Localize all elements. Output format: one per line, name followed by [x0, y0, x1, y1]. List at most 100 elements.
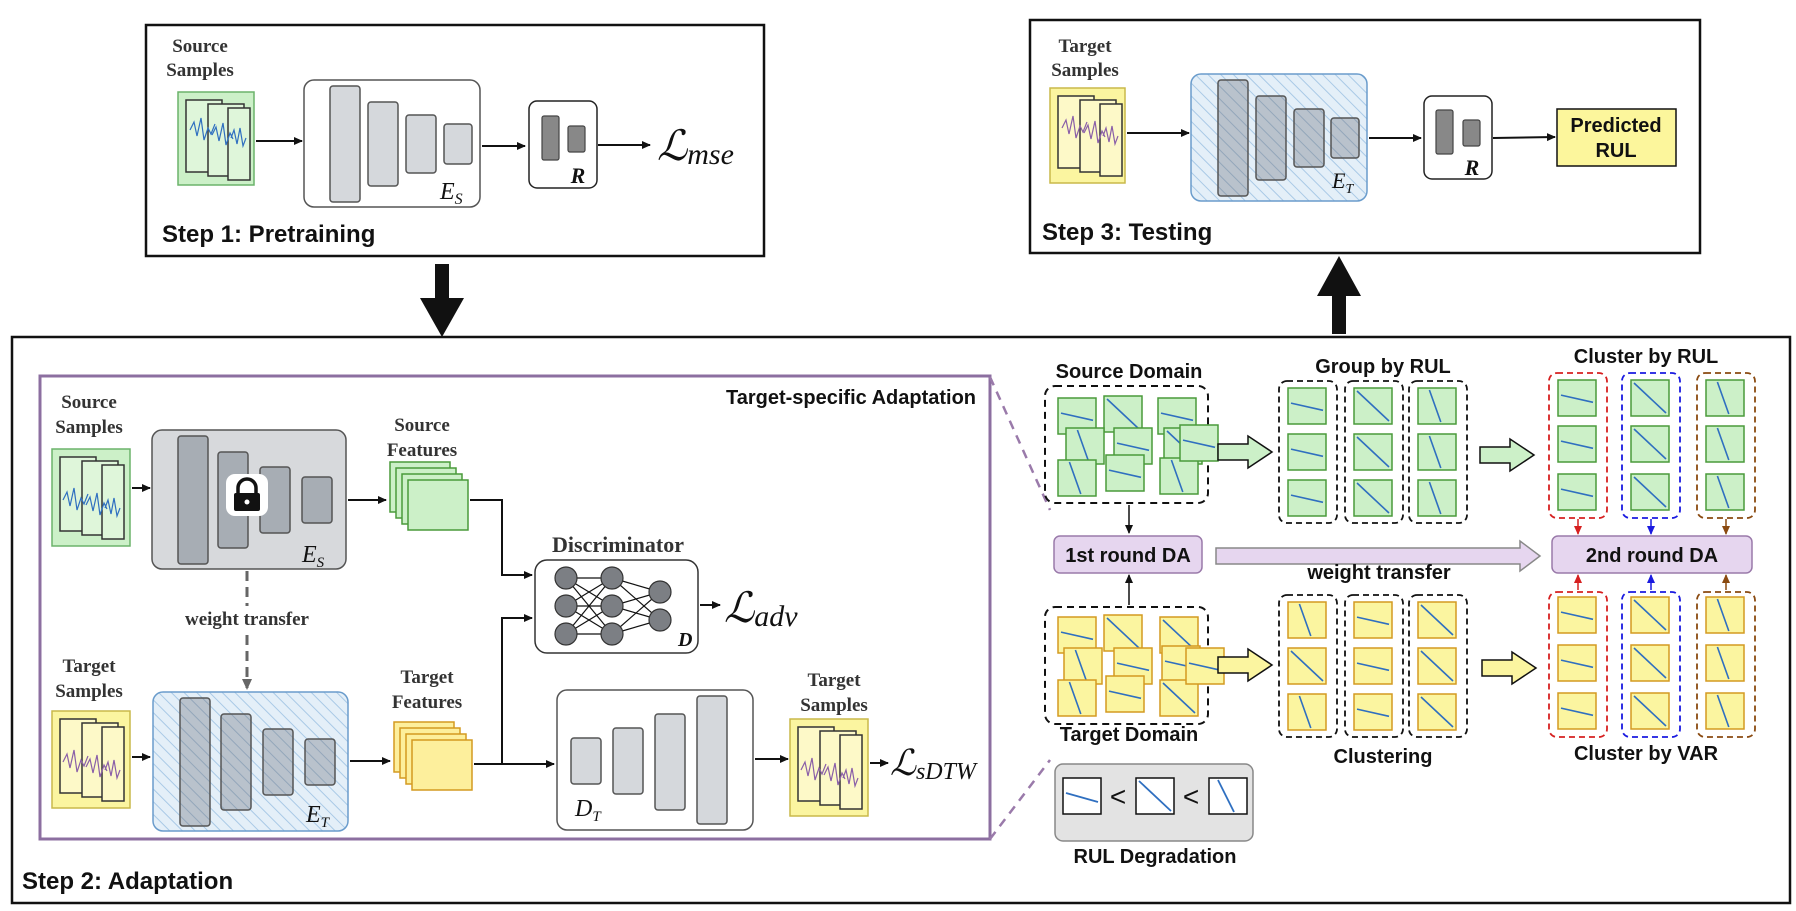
rul-trend-line [1170, 459, 1184, 493]
step2-target-sample-stack-right [789, 718, 869, 817]
rul-trend-line [1356, 662, 1390, 672]
rul-trend-line [1716, 646, 1730, 680]
step2-source-sample-stack [51, 448, 131, 547]
var-cluster-column [1621, 591, 1681, 738]
rul-tile [1417, 433, 1457, 471]
rul-trend-line [1420, 650, 1454, 682]
rul-trend-line [1716, 427, 1730, 461]
step2-target-samples-line1: Target [62, 656, 116, 677]
rul-trend-line [1633, 599, 1667, 631]
rul-tile [1057, 679, 1097, 717]
zoom-connector-top [988, 376, 1052, 511]
cluster-by-var-columns [1548, 591, 1756, 738]
step2-source-samples-line1: Source [61, 392, 117, 413]
step2-title: Step 2: Adaptation [22, 868, 233, 895]
svg-text:RUL: RUL [1595, 140, 1636, 162]
var-cluster-column [1548, 591, 1608, 738]
svg-text:<: < [1183, 781, 1199, 812]
group-column [1344, 380, 1404, 524]
svg-text:2nd round DA: 2nd round DA [1586, 545, 1718, 567]
step2-target-samples-right-line2: Samples [800, 695, 868, 716]
tsa-title: Target-specific Adaptation [726, 387, 976, 409]
rul-trend-line [1108, 690, 1142, 700]
step2-encoder-et: ET [152, 691, 349, 832]
zoom-connector-bottom [989, 759, 1051, 840]
target-features-stack [393, 721, 473, 791]
rul-trend-line [1290, 402, 1324, 412]
cluster-by-rul-label: Cluster by RUL [1574, 346, 1718, 368]
rul-tile [1063, 647, 1103, 685]
var-cluster-column [1696, 591, 1756, 738]
rul-trend-line [1560, 394, 1594, 404]
rul-tile [1159, 457, 1199, 495]
rul-tile [1287, 479, 1327, 517]
rul-tile [1287, 693, 1327, 731]
rul-trend-line [1290, 494, 1324, 504]
group-column [1408, 380, 1468, 524]
svg-text:ES: ES [301, 542, 325, 571]
second-round-da-box: 2nd round DA [1551, 535, 1753, 574]
rul-trend-line [1716, 598, 1730, 632]
rul-tile [1287, 601, 1327, 639]
target-features-line1: Target [400, 667, 454, 688]
step3-regressor-r: R [1423, 95, 1493, 180]
rul-tile [1705, 596, 1745, 634]
svg-text:D: D [677, 629, 692, 651]
step3-title: Step 3: Testing [1042, 219, 1212, 246]
svg-text:R: R [570, 163, 586, 188]
rul-trend-line [1560, 440, 1594, 450]
rul-trend-line [1560, 488, 1594, 498]
step2-target-sample-stack [51, 710, 131, 809]
step2-target-samples-right-line1: Target [807, 670, 861, 691]
rul-trend-line [1633, 695, 1667, 727]
step1-panel: Source Samples ES R ℒmse S [144, 23, 766, 258]
rul-trend-line [1560, 659, 1594, 669]
rul-trend-line [1356, 616, 1390, 626]
svg-text:ET: ET [1331, 168, 1354, 197]
target-domain-tiles [1057, 614, 1225, 717]
rul-trend-line [1633, 647, 1667, 679]
rul-trend-line [1560, 611, 1594, 621]
rul-tile [1705, 425, 1745, 463]
rul-trend-line [1428, 389, 1442, 423]
group-column [1278, 380, 1338, 524]
cluster-by-rul-columns [1548, 372, 1756, 519]
step3-target-sample-stack [1049, 87, 1126, 184]
predicted-rul-box: Predicted RUL [1556, 108, 1677, 167]
rul-tile [1065, 427, 1105, 465]
rul-trend-line [1420, 696, 1454, 728]
rul-trend-line [1060, 412, 1094, 422]
weight-transfer-label: weight transfer [185, 609, 310, 630]
rul-trend-line [1298, 603, 1312, 637]
rul-degradation-label: RUL Degradation [1074, 846, 1237, 868]
target-features-line2: Features [392, 692, 462, 713]
svg-text:ES: ES [439, 179, 463, 208]
step2-encoder-es: ES [151, 429, 347, 571]
decoder-dt: DT [556, 689, 754, 831]
svg-text:R: R [1464, 155, 1480, 180]
step3-panel: Target Samples ET R [1028, 18, 1702, 255]
rul-tile [1705, 644, 1745, 682]
hollow-arrows [1217, 434, 1538, 686]
svg-text:<: < [1110, 781, 1126, 812]
rul-tile [1705, 473, 1745, 511]
source-features-line1: Source [394, 415, 450, 436]
loss-sdtw: ℒsDTW [890, 743, 978, 785]
rul-trend-line [1290, 650, 1324, 682]
source-domain-tiles [1057, 395, 1219, 497]
rul-trend-line [1428, 435, 1442, 469]
svg-text:ET: ET [305, 802, 331, 831]
step2-source-samples-line2: Samples [55, 417, 123, 438]
rul-tile [1417, 387, 1457, 425]
step1-regressor-r: R [528, 100, 598, 189]
step1-source-sample-stack [177, 91, 255, 186]
svg-text:1st round DA: 1st round DA [1065, 545, 1191, 567]
step3-target-samples-line2: Samples [1051, 60, 1119, 81]
step1-source-samples-line2: Samples [166, 60, 234, 81]
rul-trend-line [1356, 482, 1390, 514]
rul-trend-line [1106, 398, 1140, 430]
step1-title: Step 1: Pretraining [162, 221, 375, 248]
source-domain-label: Source Domain [1056, 361, 1203, 383]
rul-trend-line [1162, 619, 1196, 651]
